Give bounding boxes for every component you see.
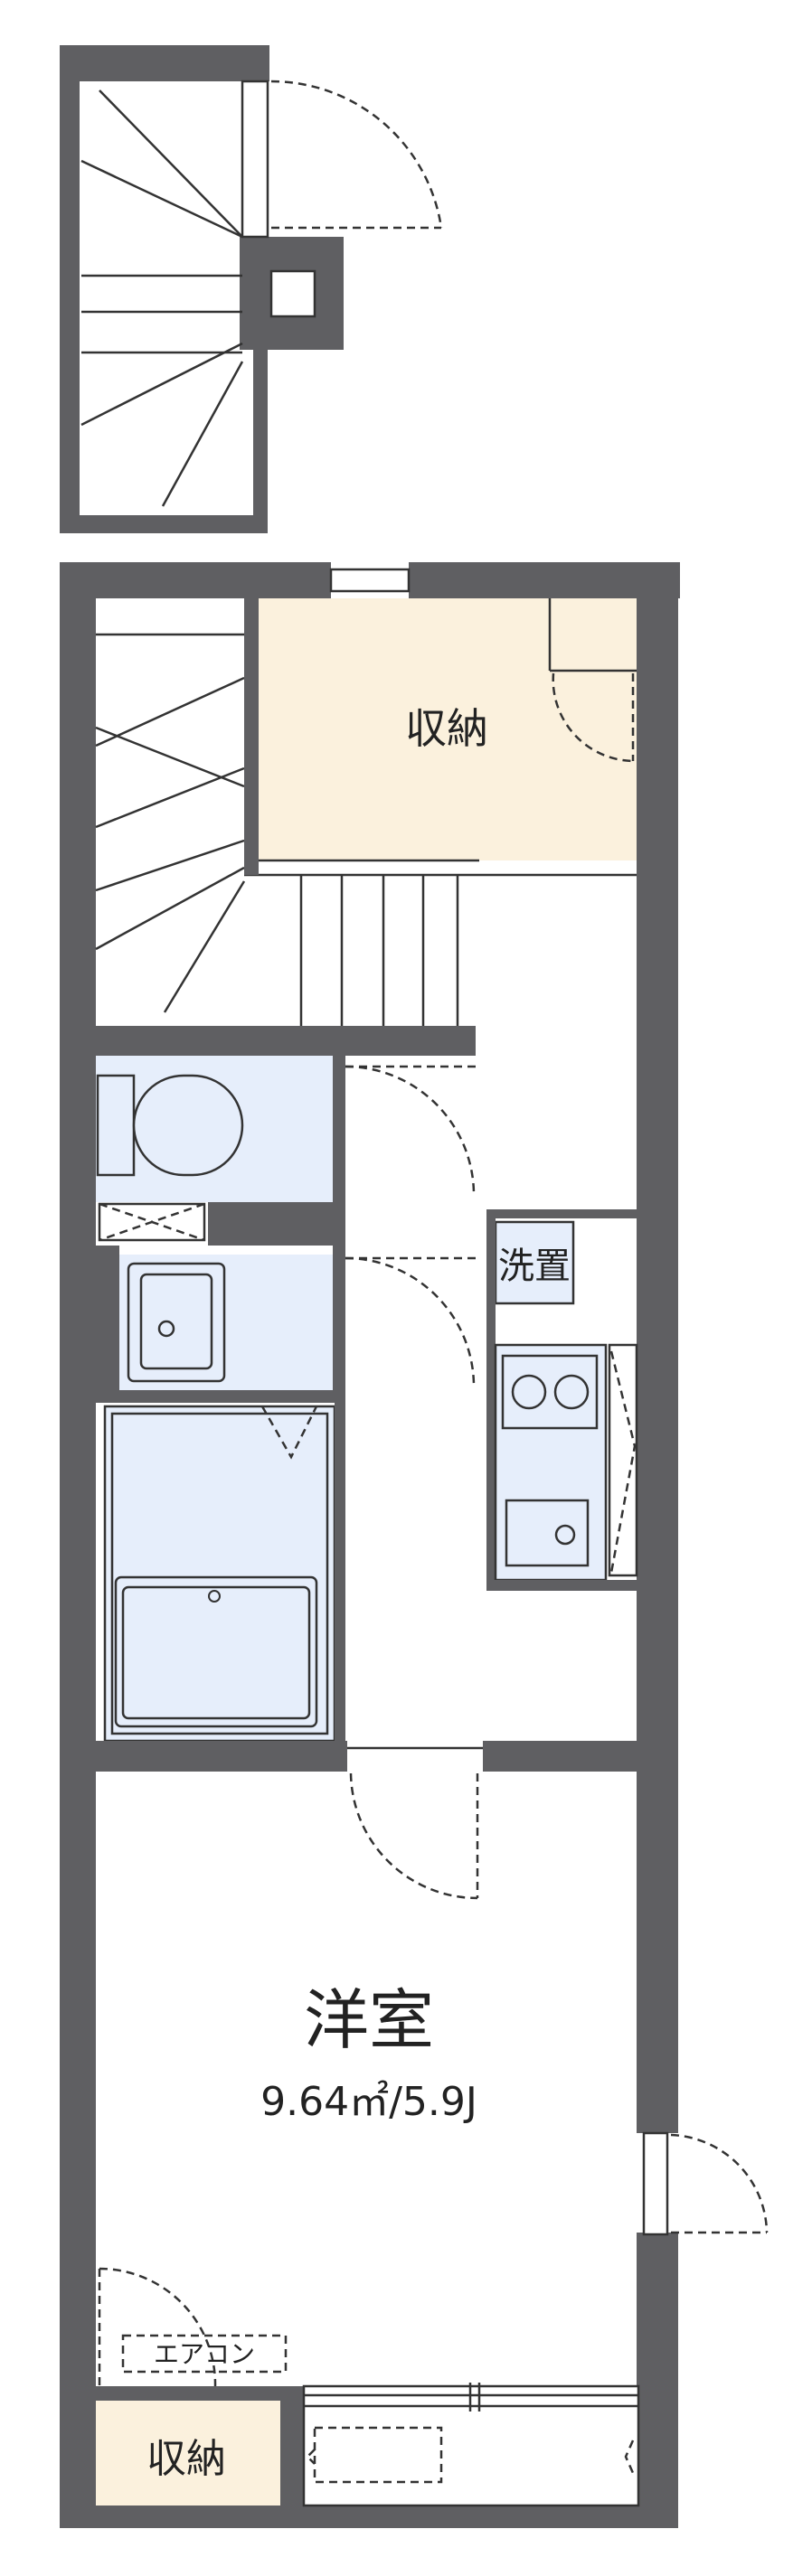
bathtub (114, 1575, 318, 1728)
outdoor-unit (313, 2426, 443, 2484)
divider-wall-right (483, 1741, 637, 1772)
kitchen-wall-top (486, 1209, 637, 1218)
washroom-wall-left (96, 1246, 119, 1390)
storage-lower-label: 収納 (146, 2436, 226, 2482)
bathroom (96, 1390, 345, 1753)
laundry-space (494, 1220, 575, 1305)
kitchen-sink (505, 1499, 590, 1567)
upper-storage: 収納 (259, 598, 637, 862)
stove-burner-left (511, 1374, 547, 1410)
stair-wall (244, 598, 259, 875)
stair-bottom-wall (96, 1026, 476, 1056)
counter-wall-left (486, 1209, 496, 1589)
storage-upper-label: 収納 (405, 704, 488, 753)
toilet-bowl (132, 1074, 244, 1177)
outer-wall-top-left (60, 562, 331, 598)
toilet-room (96, 1056, 479, 1246)
side-door-frame (642, 2131, 669, 2236)
washroom-wall-right (333, 1246, 345, 1399)
loft-wall-bottom (60, 515, 266, 533)
toilet-bottom-wall (208, 1202, 345, 1246)
aircon-label: エアコン (154, 2339, 255, 2369)
bathtub-inner (121, 1585, 311, 1720)
outer-wall-bottom (60, 2505, 678, 2528)
outer-wall-right-lower (637, 2233, 678, 2528)
lower-storage: 収納 (96, 2386, 304, 2505)
kitchen-counter (494, 1343, 608, 1582)
room-door-swing (349, 1772, 478, 1900)
kitchen-area: 洗置 (486, 1209, 638, 1591)
storage-door-swing (552, 672, 634, 763)
lower-storage-wall-right (280, 2386, 304, 2505)
outer-wall-right-upper (637, 562, 678, 2133)
kitchen-wall-bottom (486, 1580, 637, 1591)
toilet-wall-right (333, 1056, 345, 1246)
toilet-tank (96, 1074, 136, 1177)
loft-stairs (80, 89, 244, 507)
washroom-door-swing (345, 1256, 476, 1387)
loft-door-jamb (241, 80, 269, 239)
laundry-label: 洗置 (498, 1246, 571, 1287)
loft-door-swing (270, 80, 443, 230)
outer-wall-top-right (409, 562, 680, 598)
stove-burner-right (553, 1374, 590, 1410)
aircon-unit (121, 2334, 288, 2374)
bath-unit-frame (110, 1412, 329, 1735)
loft-notch-inner (269, 269, 316, 318)
western-room-label: 洋室 (304, 1982, 434, 2058)
main-walls (60, 562, 680, 2528)
bath-wall-top (96, 1390, 345, 1403)
divider-wall-left (96, 1741, 347, 1772)
lower-storage-wall-top (96, 2386, 304, 2401)
top-window (329, 568, 411, 593)
outer-wall-left (60, 562, 96, 2528)
main-stairs (95, 598, 637, 1056)
side-door-swing (670, 2133, 769, 2233)
loft-section (60, 45, 443, 533)
bath-door-fold (260, 1406, 318, 1460)
washbasin-inner (139, 1273, 213, 1370)
washbasin (127, 1262, 226, 1383)
stove (501, 1354, 599, 1430)
room-divider (96, 1741, 637, 1900)
sink-drain (554, 1524, 576, 1546)
lower-storage-floor (96, 2401, 280, 2505)
bath-wall-right (335, 1390, 345, 1752)
loft-wall-left (60, 45, 80, 533)
loft-wall-right (253, 343, 268, 533)
bathtub-drain (208, 1590, 221, 1603)
upper-storage-floor (259, 598, 637, 860)
toilet-door-swing (345, 1065, 476, 1196)
balcony-window (302, 2383, 640, 2507)
washroom (96, 1246, 479, 1399)
western-room-area: 9.64㎡/5.9J (260, 2079, 477, 2125)
western-room: 洋室 9.64㎡/5.9J エアコン (98, 1982, 769, 2387)
loft-wall-top (60, 45, 269, 81)
washbasin-drain (157, 1320, 175, 1338)
